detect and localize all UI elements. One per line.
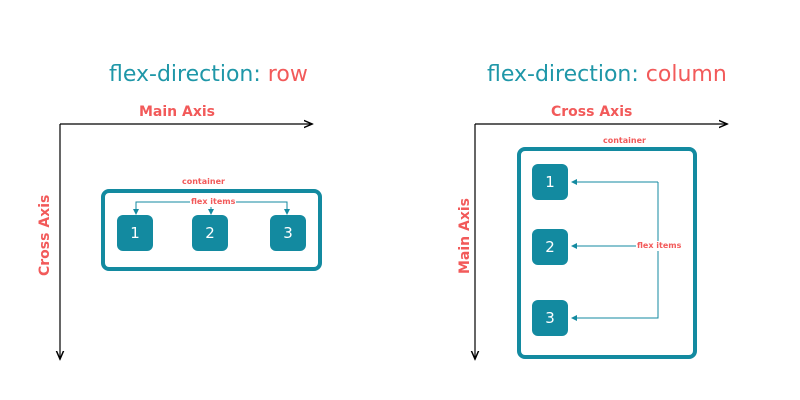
column-flex-items-connector xyxy=(571,179,659,321)
row-flex-items-label: flex items xyxy=(190,197,237,207)
column-flex-item-3: 3 xyxy=(532,300,568,336)
column-flex-container xyxy=(517,147,697,359)
row-flex-item-3: 3 xyxy=(270,215,306,251)
row-diagram-title: flex-direction: row xyxy=(109,62,308,87)
row-flex-item-1: 1 xyxy=(117,215,153,251)
column-flex-item-2: 2 xyxy=(532,229,568,265)
column-flex-item-1: 1 xyxy=(532,164,568,200)
column-title-property: flex-direction: xyxy=(487,62,639,87)
column-diagram-title: flex-direction: column xyxy=(487,62,727,87)
row-flex-container xyxy=(101,189,322,271)
column-title-value: column xyxy=(645,62,727,87)
column-main-axis-label: Main Axis xyxy=(457,198,473,275)
row-container-label: container xyxy=(182,177,225,187)
row-title-value: row xyxy=(267,62,308,87)
column-cross-axis-label: Cross Axis xyxy=(551,104,633,120)
row-cross-axis-label: Cross Axis xyxy=(37,194,53,276)
column-container-label: container xyxy=(603,136,646,146)
row-main-axis-label: Main Axis xyxy=(139,104,216,120)
row-flex-item-2: 2 xyxy=(192,215,228,251)
column-flex-items-label: flex items xyxy=(636,241,683,251)
row-title-property: flex-direction: xyxy=(109,62,261,87)
